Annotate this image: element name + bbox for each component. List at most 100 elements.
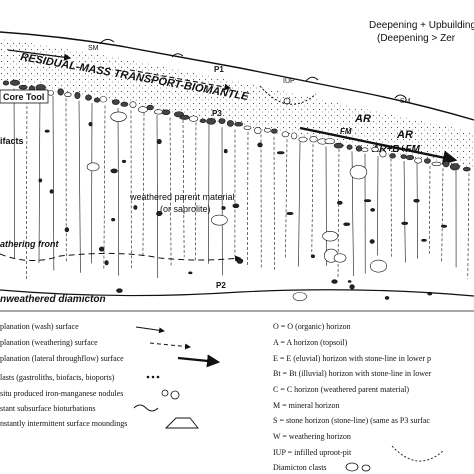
- stone-clast: [2, 80, 10, 86]
- stone-clast: [206, 117, 216, 125]
- surface-moundings: [99, 38, 407, 99]
- stone-clast: [298, 136, 308, 143]
- diamicton-clast: [292, 292, 307, 302]
- legend-iup: IUP = infilled uproot-pit: [273, 448, 352, 457]
- diamicton-clast: [440, 224, 448, 228]
- legend-m-horizon: M = mineral horizon: [273, 401, 340, 410]
- diamicton-clast-icon: [345, 462, 371, 472]
- legend-item-bioturbations: stant subsurface bioturbations: [0, 404, 96, 413]
- bioturbation-line: [428, 165, 431, 256]
- stone-clast: [243, 125, 252, 130]
- legend-item-nodules: situ produced iron-manganese nodules: [0, 389, 123, 398]
- label-parent-material: weathered parent material: [129, 192, 235, 202]
- diamicton-clast: [121, 159, 127, 163]
- diamicton-clast: [333, 253, 347, 263]
- diamicton-clast: [257, 142, 263, 148]
- biomantle-band: [0, 38, 474, 170]
- bioturbation-line: [285, 139, 288, 258]
- swirl-icon: [133, 404, 159, 412]
- stone-clast: [379, 150, 387, 158]
- diamicton-clast: [86, 162, 100, 172]
- diamicton-clast: [98, 246, 105, 252]
- stone-clast: [10, 79, 21, 86]
- stone-clast: [333, 142, 344, 149]
- diamicton-clast: [49, 189, 54, 194]
- stone-clast: [405, 154, 415, 161]
- legend-item-clasts: lasts (gastroliths, biofacts, bioports): [0, 373, 115, 382]
- arrow-bold-icon: [177, 354, 221, 368]
- legend-e-horizon: E = E (eluvial) horizon with stone-line …: [273, 354, 431, 363]
- legend-c-horizon: C = C horizon (weathered parent material…: [273, 385, 409, 394]
- stone-clast: [462, 166, 471, 172]
- stone-clast: [218, 118, 226, 124]
- stone-clast: [414, 157, 423, 164]
- bioturbation-line: [38, 93, 41, 264]
- label-sm-right: SM: [400, 98, 411, 105]
- legend-w-horizon: W = weathering horizon: [273, 432, 351, 441]
- label-p2: P2: [216, 281, 226, 290]
- stone-clast: [263, 128, 272, 133]
- label-unweathered: nweathered diamicton: [0, 294, 106, 305]
- bioturbation-line: [467, 173, 470, 279]
- label-saprolite: (or saprolite): [160, 204, 211, 214]
- stone-clast: [93, 97, 101, 103]
- legend-diamicton-clasts: Diamicton clasts: [273, 463, 327, 472]
- bioturbation-line: [416, 163, 418, 259]
- bioturbation-line: [13, 88, 15, 259]
- legend-item-moundings: nstantly intermittent surface moundings: [0, 419, 127, 428]
- stone-clast: [85, 94, 92, 101]
- label-ar-2: AR: [396, 129, 413, 141]
- diamicton-clast: [343, 222, 351, 226]
- stone-clast: [161, 109, 171, 116]
- pit-icon: [391, 445, 445, 462]
- stone-clast: [400, 154, 407, 159]
- label-sm-left: SM: [88, 45, 99, 52]
- legend-right: O = O (organic) horizon A = A horizon (t…: [273, 322, 445, 472]
- diamicton-clast: [88, 121, 93, 127]
- arrow-upper-left: [7, 49, 72, 61]
- stone-clast: [99, 96, 108, 103]
- bioturbation-line: [403, 161, 406, 263]
- stone-clast: [189, 115, 199, 122]
- bioturbation-line: [26, 91, 28, 280]
- label-fm: FM: [340, 127, 352, 136]
- diamicton-clast: [156, 139, 162, 145]
- diamicton-clast: [64, 227, 70, 233]
- diamicton-clast: [363, 199, 372, 203]
- diamicton-clast: [337, 200, 343, 205]
- diamicton-clast: [188, 271, 193, 275]
- diamicton-clast: [384, 296, 390, 300]
- stone-clast: [18, 84, 28, 90]
- dots-icon: [146, 375, 160, 379]
- stone-clast: [431, 161, 442, 167]
- stone-clast: [146, 104, 154, 111]
- stone-clast: [137, 106, 148, 113]
- label-iup: IUP: [283, 78, 295, 85]
- bioturbation-line: [52, 95, 55, 271]
- diamicton-clast: [331, 279, 338, 284]
- label-ar-bfm: AR+B+FM: [371, 144, 420, 155]
- legend-o-horizon: O = O (organic) horizon: [273, 322, 351, 331]
- bioturbation-line: [325, 146, 327, 266]
- diamicton-clast: [232, 203, 240, 209]
- stone-clast: [111, 99, 120, 105]
- diagram-title-line2: (Deepening > Zer: [377, 33, 456, 44]
- stone-clast: [74, 92, 81, 99]
- bioturbation-line: [182, 119, 185, 258]
- diamicton-clast: [116, 288, 123, 293]
- diamicton-clast: [322, 230, 339, 242]
- stone-clast: [346, 144, 353, 150]
- diamicton-clast: [156, 211, 163, 217]
- stone-clast: [120, 101, 129, 107]
- mound-icon: [164, 417, 199, 429]
- diamicton-clast: [413, 199, 420, 203]
- legend-bt-horizon: Bt = Bt (illuvial) horizon with stone-li…: [273, 369, 432, 378]
- label-p1: P1: [214, 65, 224, 74]
- stone-clast: [291, 132, 298, 140]
- diamicton-clast: [310, 254, 315, 259]
- diamicton-clast: [44, 129, 50, 133]
- bioturbation-line: [377, 156, 379, 256]
- arrow-dashed-icon: [149, 342, 191, 350]
- stone-clast: [129, 101, 137, 108]
